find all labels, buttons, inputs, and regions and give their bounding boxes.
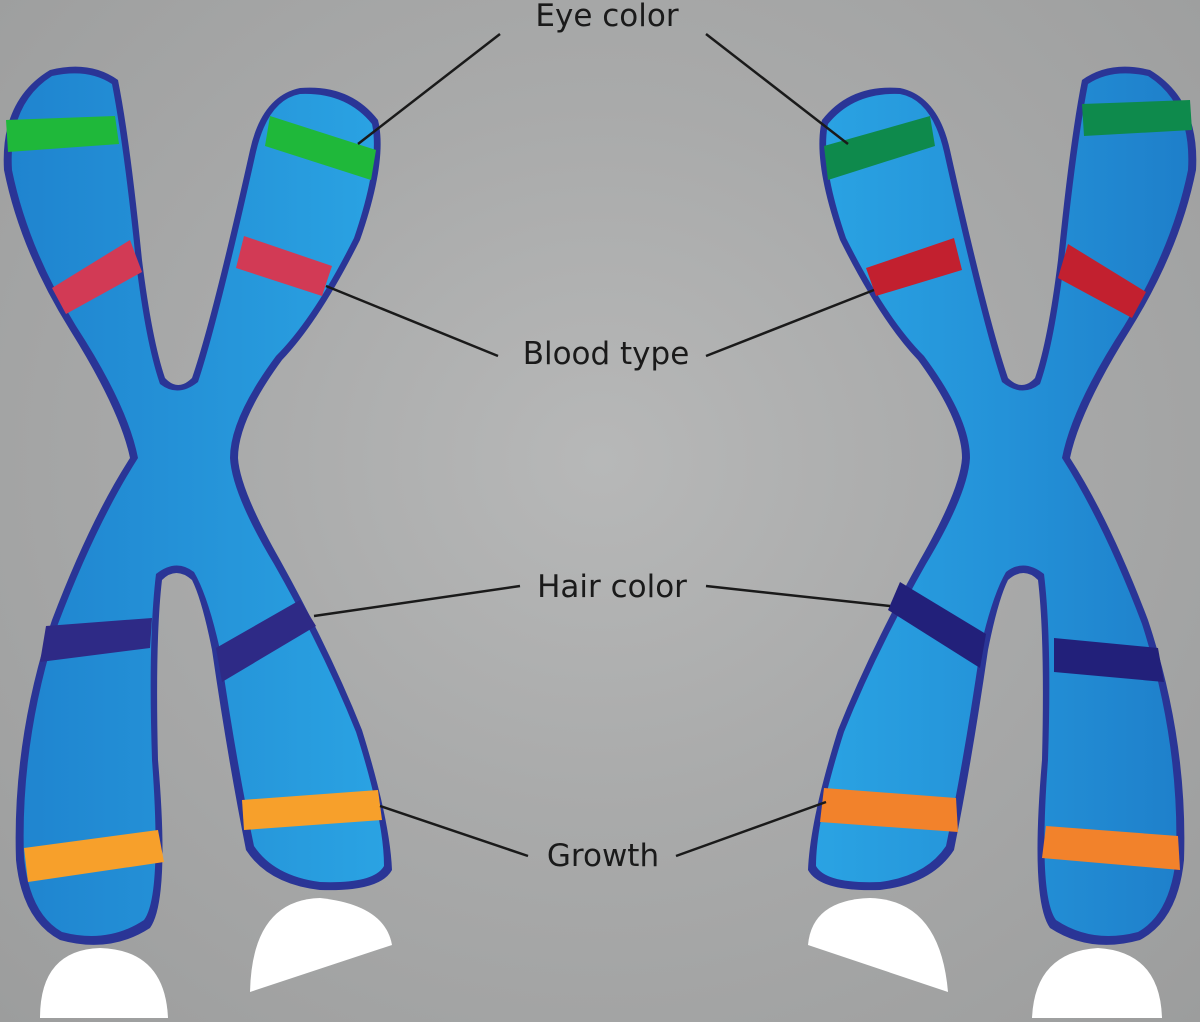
eye-band-right-2 (1082, 100, 1192, 136)
label-blood-type: Blood type (523, 336, 690, 372)
blood-band-right-1 (866, 238, 962, 296)
leader-eye-right (705, 33, 849, 145)
hair-band-left-2 (216, 600, 316, 682)
shadow-1 (40, 948, 168, 1018)
eye-band-right-1 (824, 116, 935, 180)
growth-band-right-1 (820, 788, 958, 832)
eye-band-left-1 (6, 116, 119, 152)
leader-hair-right (705, 584, 891, 608)
growth-band-right-2 (1042, 826, 1180, 870)
chromosome-right (808, 66, 1197, 945)
leader-growth-right (675, 800, 827, 858)
hair-band-right-2 (1054, 638, 1164, 682)
blood-band-left-2 (236, 236, 332, 296)
hair-band-right-1 (888, 582, 986, 668)
label-growth: Growth (547, 838, 659, 874)
blood-band-left-1 (52, 240, 142, 314)
shadow-4 (1032, 948, 1162, 1018)
leader-growth-left (379, 804, 529, 858)
blood-band-right-2 (1058, 244, 1146, 318)
leader-eye-left (357, 33, 501, 145)
leader-lines (313, 33, 891, 858)
chromosome-left (3, 66, 392, 945)
growth-band-left-1 (24, 830, 164, 882)
label-hair-color: Hair color (537, 569, 687, 605)
eye-band-left-2 (265, 116, 376, 180)
leader-blood-right (705, 288, 875, 358)
growth-band-left-2 (242, 790, 382, 830)
hair-band-left-1 (40, 618, 152, 662)
label-eye-color: Eye color (535, 0, 678, 34)
leader-hair-left (313, 584, 521, 618)
leader-blood-left (325, 284, 499, 358)
shadow-3 (808, 898, 948, 992)
shadow-2 (250, 898, 392, 992)
